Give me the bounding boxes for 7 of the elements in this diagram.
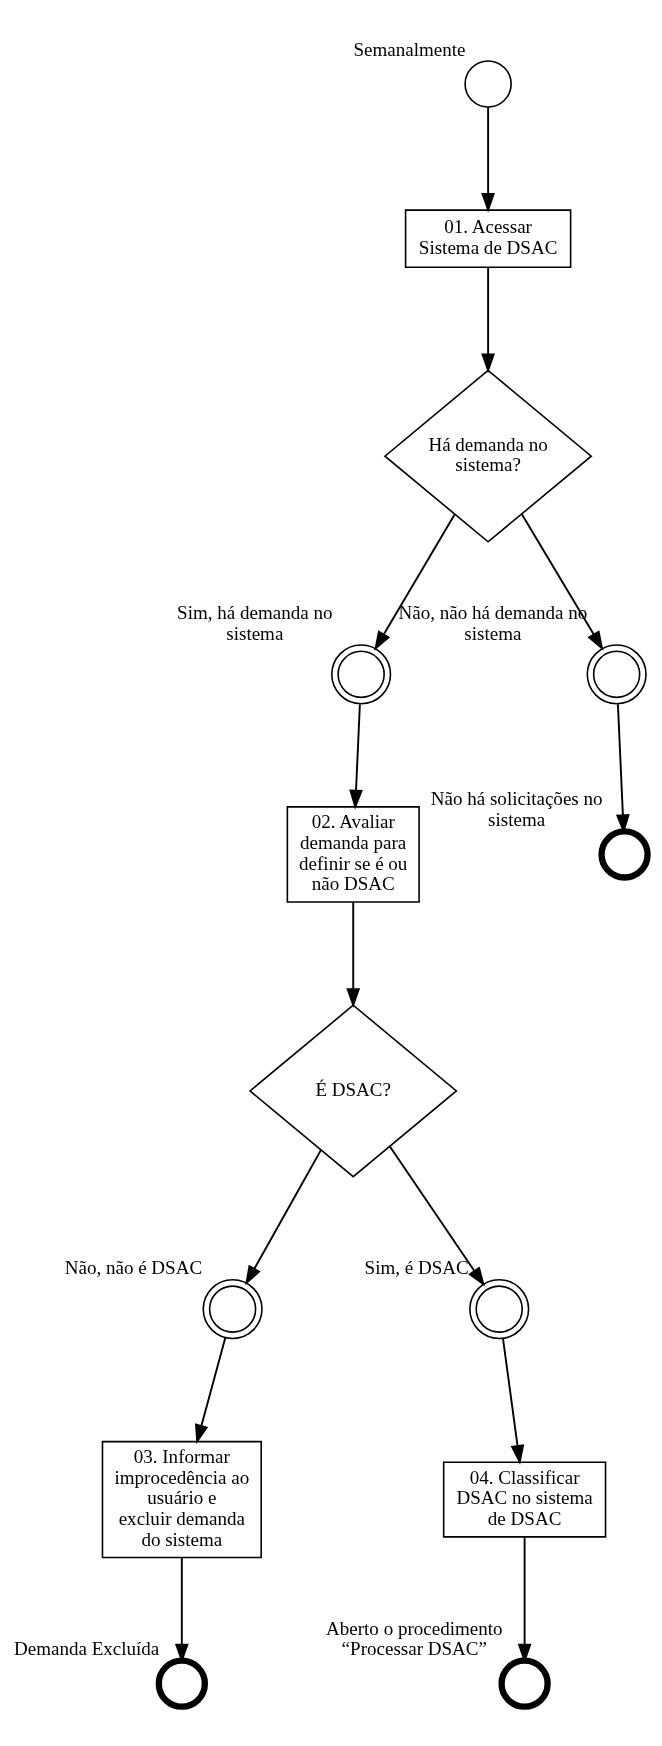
- node-label: Demanda Excluída: [13, 1637, 160, 1659]
- node-label: Sim, há demanda no sistema: [177, 601, 333, 644]
- node-label: Aberto o procedimento “Processar DSAC”: [326, 1617, 503, 1659]
- node-label: Sim, é DSAC: [364, 1256, 469, 1278]
- node-label: Semanalmente: [353, 38, 466, 60]
- node-label: Não há solicitações no sistema: [430, 787, 603, 830]
- node-label: Não, não é DSAC: [64, 1256, 203, 1278]
